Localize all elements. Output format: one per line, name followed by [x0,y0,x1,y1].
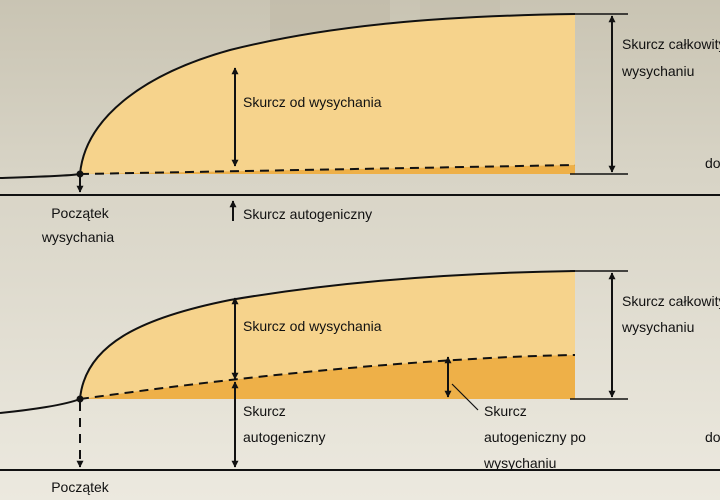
bottom-autogenous-line1: Skurcz [243,403,286,419]
top-drying-shrinkage-area [80,14,575,174]
top-total-shrinkage-curve [0,13,576,179]
top-autogenous-label: Skurcz autogeniczny [243,206,372,222]
top-total-label-line2: wysychaniu [621,63,694,79]
bottom-autogenous-after-line1: Skurcz [484,403,527,419]
bottom-total-label-line1: Skurcz całkowity [622,293,720,309]
top-drying-start-line1: Początek [51,205,110,221]
bottom-autogenous-after-leader [451,383,479,411]
top-drying-start-line2: wysychania [41,229,115,245]
bottom-autogenous-after-line3: wysychaniu [483,455,556,471]
bottom-autogenous-dashed-curve [79,354,576,400]
top-autogenous-dashed-curve [79,164,576,175]
bottom-drying-shrinkage-area [80,271,575,399]
top-total-label-line1: Skurcz całkowity [622,36,720,52]
top-diagram: Skurcz od wysychania Skurcz autogeniczny… [0,13,720,245]
top-cut-text: do [705,155,720,171]
bottom-drying-start-point [76,395,84,403]
bottom-diagram: Skurcz od wysychania Skurcz autogeniczny… [0,270,720,495]
bottom-drying-shrinkage-label: Skurcz od wysychania [243,318,382,334]
bottom-autogenous-after-line2: autogeniczny po [484,429,586,445]
bottom-total-label-line2: wysychaniu [621,319,694,335]
bottom-total-shrinkage-curve [0,270,576,414]
bottom-drying-start-line1: Początek [51,479,110,495]
bottom-autogenous-line2: autogeniczny [243,429,326,445]
top-drying-shrinkage-label: Skurcz od wysychania [243,94,382,110]
top-drying-start-point [76,170,84,178]
bottom-cut-text: do [705,429,720,445]
